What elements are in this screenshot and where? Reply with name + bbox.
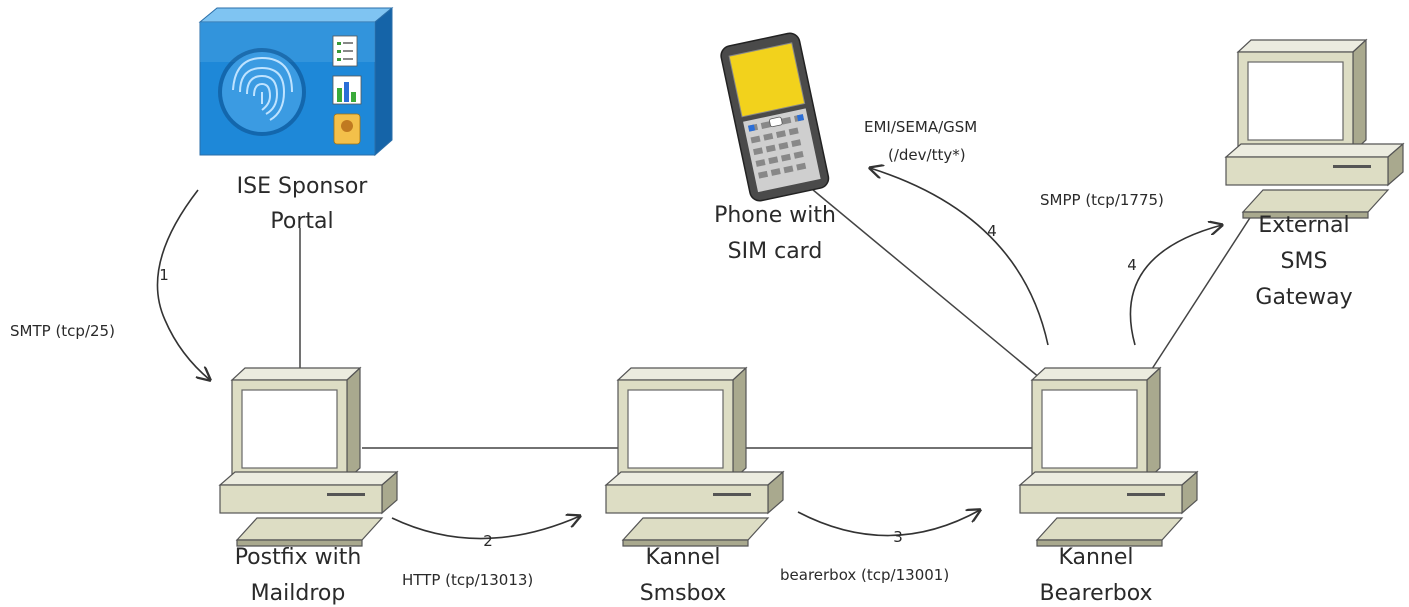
arrow-bearer: [797, 510, 980, 537]
arrow-smpp: [1129, 225, 1222, 346]
bearerbox-label-line2: Bearerbox: [1039, 581, 1152, 606]
bearerbox-label-line1: Kannel: [1058, 545, 1133, 570]
ise-server-icon: [198, 6, 394, 157]
ise-label-line2: Portal: [270, 209, 333, 234]
postfix-label-line1: Postfix with: [235, 545, 362, 570]
link-phone-bearerbox: [794, 174, 1041, 379]
link-gateway-bearerbox: [1149, 189, 1269, 373]
step-1-label: 1: [159, 266, 169, 284]
bearerbox-computer-icon: [1019, 367, 1198, 547]
smsbox-label-line2: Smsbox: [640, 581, 727, 606]
emi-label-line2: (/dev/tty*): [888, 146, 966, 164]
bearerbox-link-label: bearerbox (tcp/13001): [780, 566, 949, 584]
arrow-smtp: [156, 189, 210, 380]
gateway-label-line1: External: [1258, 213, 1349, 238]
step-2-label: 2: [483, 532, 493, 550]
postfix-label-line2: Maildrop: [251, 581, 346, 606]
http-label: HTTP (tcp/13013): [402, 571, 533, 589]
gateway-computer-icon: [1225, 39, 1404, 219]
step-4-smpp-label: 4: [1127, 256, 1137, 274]
gateway-label-line3: Gateway: [1255, 285, 1352, 310]
phone-label-line2: SIM card: [728, 239, 823, 264]
smtp-label: SMTP (tcp/25): [10, 322, 115, 340]
connections: [299, 174, 1269, 449]
arrow-http: [391, 516, 580, 540]
arrow-emi: [870, 168, 1049, 346]
smsbox-computer-icon: [605, 367, 784, 547]
emi-label-line1: EMI/SEMA/GSM: [864, 118, 977, 136]
gateway-label-line2: SMS: [1281, 249, 1328, 274]
phone-icon: [720, 32, 830, 202]
flow-arrows: [156, 168, 1222, 540]
step-4-emi-label: 4: [987, 222, 997, 240]
smsbox-label-line1: Kannel: [645, 545, 720, 570]
smpp-label: SMPP (tcp/1775): [1040, 191, 1164, 209]
step-3-label: 3: [893, 528, 903, 546]
ise-label-line1: ISE Sponsor: [237, 174, 369, 199]
phone-label-line1: Phone with: [714, 203, 836, 228]
postfix-computer-icon: [219, 367, 398, 547]
